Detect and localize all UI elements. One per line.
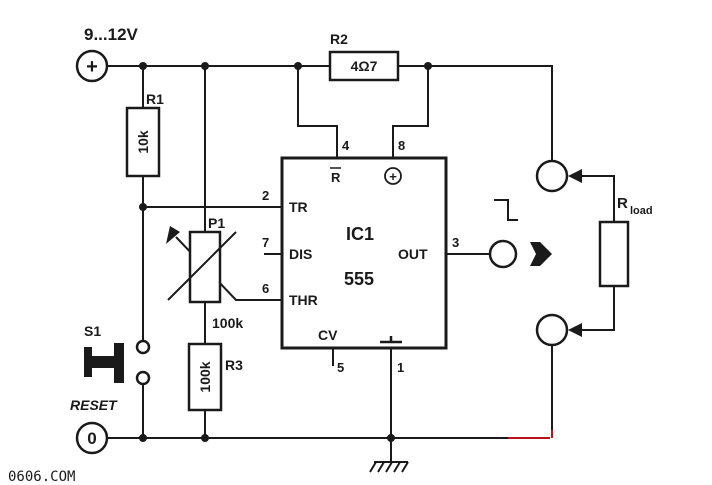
p1-adjust-arrowhead [166, 226, 180, 244]
pin3-number: 3 [452, 235, 459, 250]
junction-dot [294, 62, 302, 70]
p1-ref-label: P1 [208, 215, 225, 231]
r2-resistor [328, 50, 400, 82]
load-terminal-top [535, 159, 569, 193]
load-top-arrow-icon [568, 169, 582, 183]
supply-voltage-label: 9...12V [84, 25, 139, 44]
s1-reset-label: RESET [70, 397, 118, 413]
r1-value-label: 10k [135, 130, 151, 154]
r3-ref-label: R3 [225, 357, 243, 373]
output-terminal [488, 239, 518, 269]
pin5-name: CV [318, 327, 338, 343]
pin6-name: THR [289, 292, 318, 308]
junction-dot [201, 62, 209, 70]
supply-plus-symbol: + [86, 56, 98, 78]
pulse-icon [494, 199, 518, 221]
pin4-wire [297, 66, 338, 158]
pin8-wire [392, 66, 429, 158]
rload-sub-label: load [630, 205, 653, 217]
pin7-name: DIS [289, 246, 312, 262]
rload-resistor [598, 220, 630, 288]
load-bottom-arrow-icon [568, 323, 582, 337]
ic1-555-body [280, 156, 448, 350]
r3-resistor [187, 342, 223, 412]
pin5-number: 5 [337, 360, 344, 375]
ground-terminal-symbol: 0 [87, 429, 96, 448]
r2-ref-label: R2 [330, 31, 348, 47]
pin2-number: 2 [262, 188, 269, 203]
s1-contact-top [135, 339, 151, 355]
chassis-ground-icon [369, 461, 409, 473]
r2-value-label: 4Ω7 [351, 58, 378, 74]
r1-resistor [125, 106, 161, 178]
junction-dot [387, 434, 395, 442]
output-arrow-icon [530, 242, 552, 266]
ic1-part-label: 555 [344, 269, 374, 289]
watermark-text: 0606.COM [8, 469, 75, 485]
pin1-internal-ground-icon [380, 336, 402, 344]
pin2-name: TR [289, 199, 308, 215]
junction-dot [139, 203, 147, 211]
junction-dot [139, 434, 147, 442]
s1-plunger [92, 356, 114, 368]
pin6-number: 6 [262, 281, 269, 296]
junction-dot [424, 62, 432, 70]
load-terminal-bottom [535, 313, 569, 347]
rload-ref-label: R [617, 195, 628, 212]
p1-potentiometer [188, 230, 222, 304]
r1-ref-label: R1 [146, 91, 164, 107]
pin4-name: R [331, 170, 341, 185]
p1-value-label: 100k [212, 315, 243, 331]
supply-plus-terminal [75, 49, 109, 83]
ic1-ref-label: IC1 [346, 224, 374, 244]
pin4-number: 4 [342, 138, 350, 153]
pin8-name: + [389, 169, 397, 184]
junction-dot [201, 434, 209, 442]
pin7-number: 7 [262, 235, 269, 250]
pin8-plus-circle [384, 167, 402, 185]
r3-value-label: 100k [197, 361, 213, 392]
s1-ref-label: S1 [84, 323, 101, 339]
s1-contact-bottom [135, 370, 151, 386]
junction-dot [139, 62, 147, 70]
pin3-name: OUT [398, 246, 428, 262]
p1-adjust-arrow [167, 231, 237, 301]
load-top-wire [570, 175, 615, 222]
pin8-number: 8 [398, 138, 405, 153]
ground-terminal [75, 421, 109, 455]
s1-button-cap [84, 347, 92, 377]
pin1-number: 1 [397, 360, 404, 375]
load-bottom-wire [570, 286, 615, 331]
s1-actuator [114, 343, 124, 383]
